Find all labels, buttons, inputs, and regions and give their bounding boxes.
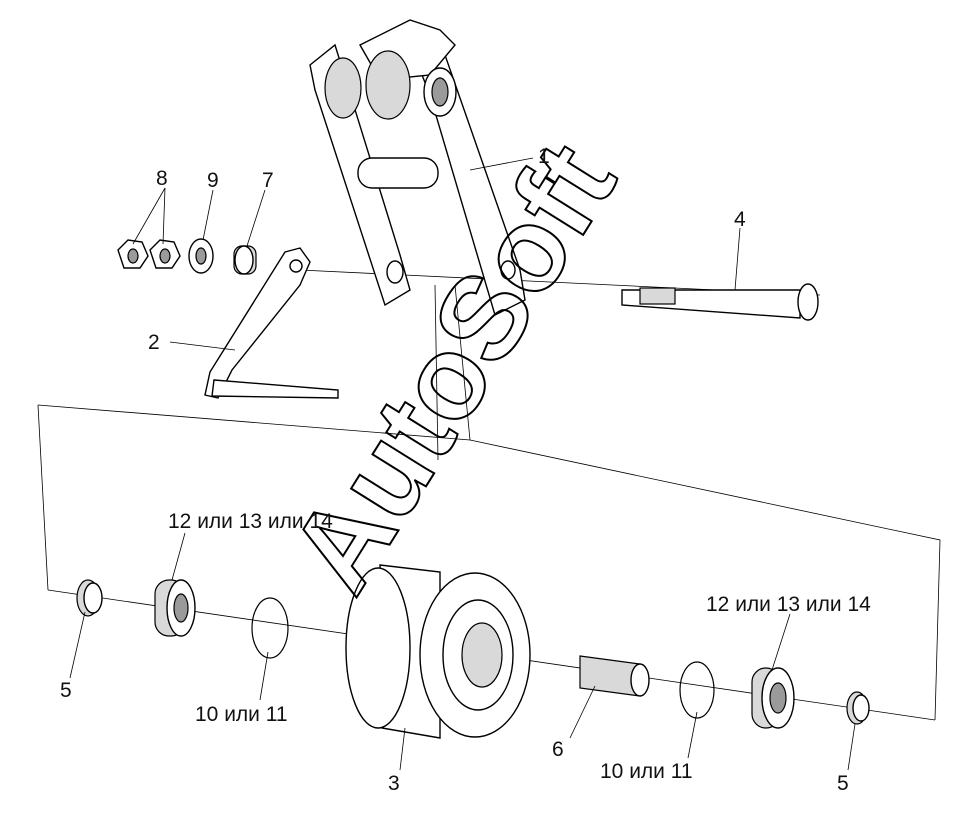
part-seal-right [846, 691, 870, 725]
part-circlip-right [679, 661, 715, 719]
label-part-10-11-left: 10 или 11 [195, 703, 288, 726]
part-circlip-left [251, 597, 289, 659]
callout-labels: 1 8 9 7 4 2 12 или 13 или 14 5 10 или 11… [60, 145, 871, 795]
watermark-logo: AutoSoft [265, 121, 641, 613]
part-bearing-right [751, 667, 795, 729]
label-part-5-right: 5 [837, 772, 849, 795]
part-bracket [309, 19, 526, 316]
label-part-3: 3 [388, 772, 400, 795]
part-seal-left [76, 579, 103, 617]
label-part-12-13-14-left: 12 или 13 или 14 [168, 510, 333, 533]
label-part-6: 6 [552, 738, 564, 761]
part-washer [188, 238, 214, 274]
label-part-1: 1 [538, 145, 550, 168]
label-part-5-left: 5 [60, 679, 72, 702]
label-part-4: 4 [734, 208, 746, 231]
part-bearing-left [154, 579, 196, 637]
label-part-8: 8 [156, 167, 168, 190]
label-part-10-11-right: 10 или 11 [600, 760, 693, 783]
part-bushing-sleeve [579, 655, 650, 697]
label-part-7: 7 [262, 169, 274, 192]
label-part-9: 9 [207, 169, 219, 192]
part-pulley [345, 564, 531, 739]
part-nut-2 [149, 239, 181, 269]
part-bushing-small [233, 245, 257, 275]
label-part-2: 2 [148, 331, 160, 354]
label-part-12-13-14-right: 12 или 13 или 14 [706, 593, 871, 616]
leader-lines [69, 157, 856, 771]
part-nut-1 [117, 239, 149, 269]
part-axle [621, 283, 819, 321]
part-lever [204, 247, 339, 399]
